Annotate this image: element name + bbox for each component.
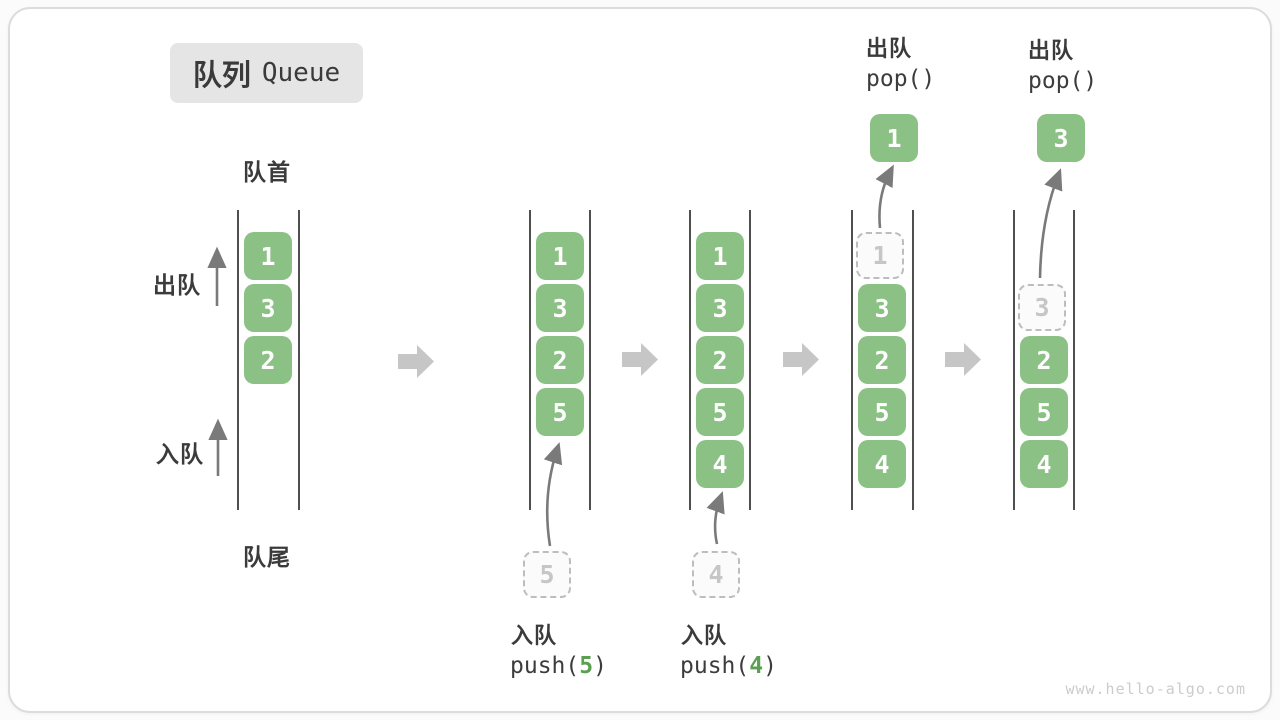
- incoming-item-ghost: 5: [523, 551, 571, 598]
- dequeue-op-code: pop(): [866, 66, 936, 92]
- queue-rear-label: 队尾: [243, 544, 291, 570]
- dequeue-op-label: 出队: [1028, 38, 1075, 63]
- channel-line: [1013, 210, 1015, 510]
- queue-item: 5: [1020, 388, 1068, 436]
- dequeue-op-code: pop(): [1028, 68, 1098, 94]
- enqueue-op-label: 入队: [681, 623, 728, 648]
- queue-item: 1: [536, 232, 584, 280]
- title-zh: 队列: [192, 60, 251, 92]
- code-arg: 5: [579, 653, 594, 679]
- queue-item: 3: [244, 284, 292, 332]
- channel-line: [1073, 210, 1075, 510]
- enqueue-op-code: push(5): [510, 653, 607, 679]
- queue-item: 5: [536, 388, 584, 436]
- enqueue-op-label: 入队: [511, 623, 558, 648]
- queue-item: 3: [858, 284, 906, 332]
- popped-item: 1: [870, 114, 918, 162]
- queue-item: 2: [536, 336, 584, 384]
- channel-line: [529, 210, 531, 510]
- queue-item: 2: [244, 336, 292, 384]
- channel-line: [749, 210, 751, 510]
- title-en: Queue: [261, 58, 341, 88]
- channel-line: [912, 210, 914, 510]
- queue-item: 4: [1020, 440, 1068, 488]
- queue-item: 1: [244, 232, 292, 280]
- code-prefix: push(: [680, 653, 750, 679]
- removed-item-ghost: 1: [856, 232, 904, 279]
- queue-front-label: 队首: [243, 159, 291, 185]
- queue-item: 4: [858, 440, 906, 488]
- code-suffix: ): [593, 653, 607, 679]
- removed-item-ghost: 3: [1018, 284, 1066, 331]
- dequeue-op-label: 出队: [866, 36, 913, 61]
- diagram-card: [8, 7, 1272, 713]
- channel-line: [689, 210, 691, 510]
- side-dequeue-label: 出队: [153, 272, 201, 298]
- queue-item: 2: [1020, 336, 1068, 384]
- queue-item: 4: [696, 440, 744, 488]
- queue-item: 5: [858, 388, 906, 436]
- channel-line: [851, 210, 853, 510]
- enqueue-op-code: push(4): [680, 653, 777, 679]
- incoming-item-ghost: 4: [692, 551, 740, 598]
- queue-item: 3: [696, 284, 744, 332]
- code-suffix: ): [763, 653, 777, 679]
- queue-item: 2: [858, 336, 906, 384]
- queue-item: 3: [536, 284, 584, 332]
- code-arg: 4: [749, 653, 764, 679]
- title-badge: 队列 Queue: [170, 43, 363, 103]
- queue-item: 1: [696, 232, 744, 280]
- queue-item: 2: [696, 336, 744, 384]
- watermark: www.hello-algo.com: [1065, 680, 1246, 698]
- channel-line: [298, 210, 300, 510]
- channel-line: [237, 210, 239, 510]
- popped-item: 3: [1037, 114, 1085, 162]
- queue-item: 5: [696, 388, 744, 436]
- code-prefix: push(: [510, 653, 580, 679]
- channel-line: [589, 210, 591, 510]
- side-enqueue-label: 入队: [156, 441, 204, 467]
